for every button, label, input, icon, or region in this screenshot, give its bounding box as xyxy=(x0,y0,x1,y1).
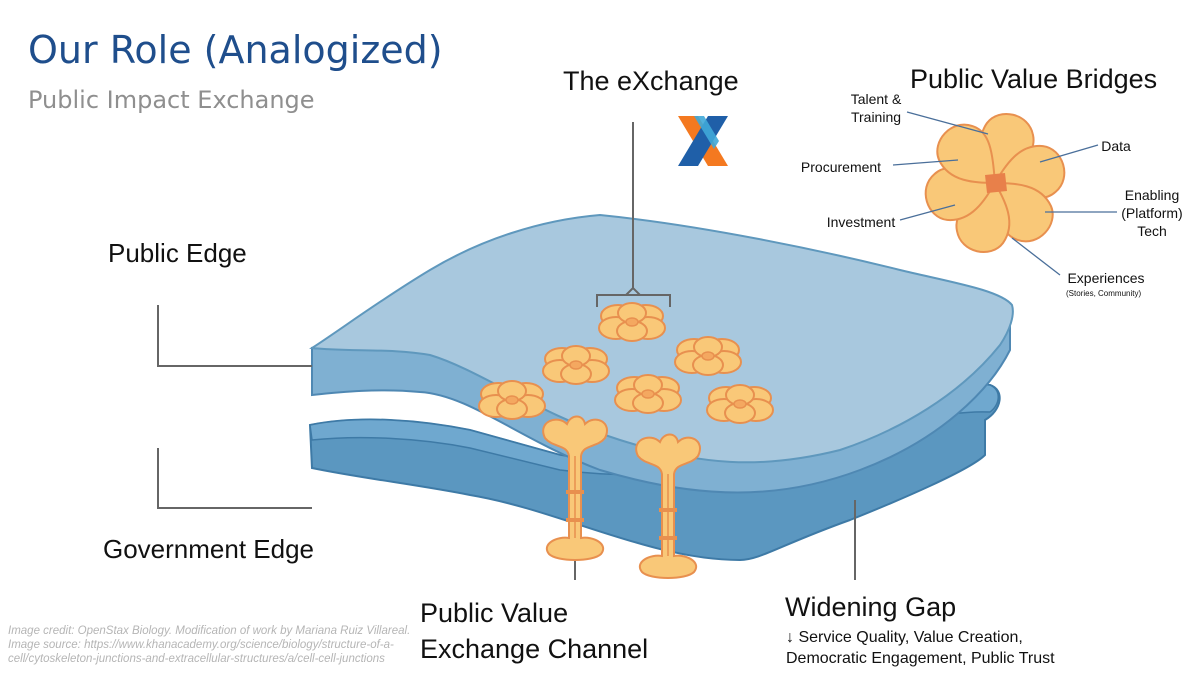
bridge-enabling-line2: (Platform) xyxy=(1121,205,1183,221)
exchange-logo xyxy=(678,116,728,166)
bridge-data-label: Data xyxy=(1101,138,1131,154)
bridges-leader-lines xyxy=(892,111,1117,276)
bridge-experiences-label: Experiences xyxy=(1067,270,1145,286)
page-title: Our Role (Analogized) xyxy=(28,28,443,72)
gap-label: Widening Gap xyxy=(785,592,957,622)
public-edge-label: Public Edge xyxy=(108,238,247,268)
government-edge-label: Government Edge xyxy=(103,534,315,564)
bridge-procurement-label: Procurement xyxy=(800,159,882,175)
bridge-enabling-line3: Tech xyxy=(1137,223,1167,239)
bridges-title: Public Value Bridges xyxy=(910,64,1158,94)
image-credit-line1: Image credit: OpenStax Biology. Modifica… xyxy=(8,625,411,637)
channel-label-line2: Exchange Channel xyxy=(420,634,649,664)
bridges-flower xyxy=(914,112,1076,254)
gap-subtext-line2: Democratic Engagement, Public Trust xyxy=(786,650,1055,667)
gap-subtext-line1: ↓ Service Quality, Value Creation, xyxy=(786,629,1023,646)
bridge-talent-label: Talent & Training xyxy=(836,90,916,126)
exchange-bracket xyxy=(596,122,671,307)
image-credit: Image credit: OpenStax Biology. Modifica… xyxy=(8,624,428,666)
image-credit-line3: cell/cytoskeleton-junctions-and-extracel… xyxy=(8,653,385,665)
bridge-experiences-sub: (Stories, Community) xyxy=(1066,289,1142,298)
gap-subtext: ↓ Service Quality, Value Creation, Democ… xyxy=(786,627,1055,669)
bridge-enabling-line1: Enabling xyxy=(1124,187,1180,203)
page-subtitle: Public Impact Exchange xyxy=(28,86,315,114)
exchange-label: The eXchange xyxy=(563,66,739,96)
image-credit-line2: Image source: https://www.khanacademy.or… xyxy=(8,639,394,651)
channel-label: Public Value Exchange Channel xyxy=(420,595,648,667)
bridge-talent-line1: Talent & xyxy=(850,91,902,107)
channel-label-line1: Public Value xyxy=(420,598,569,628)
bridge-investment-label: Investment xyxy=(826,214,896,230)
bridge-enabling-label: Enabling (Platform) Tech xyxy=(1112,186,1192,240)
bridge-talent-line2: Training xyxy=(850,109,902,125)
